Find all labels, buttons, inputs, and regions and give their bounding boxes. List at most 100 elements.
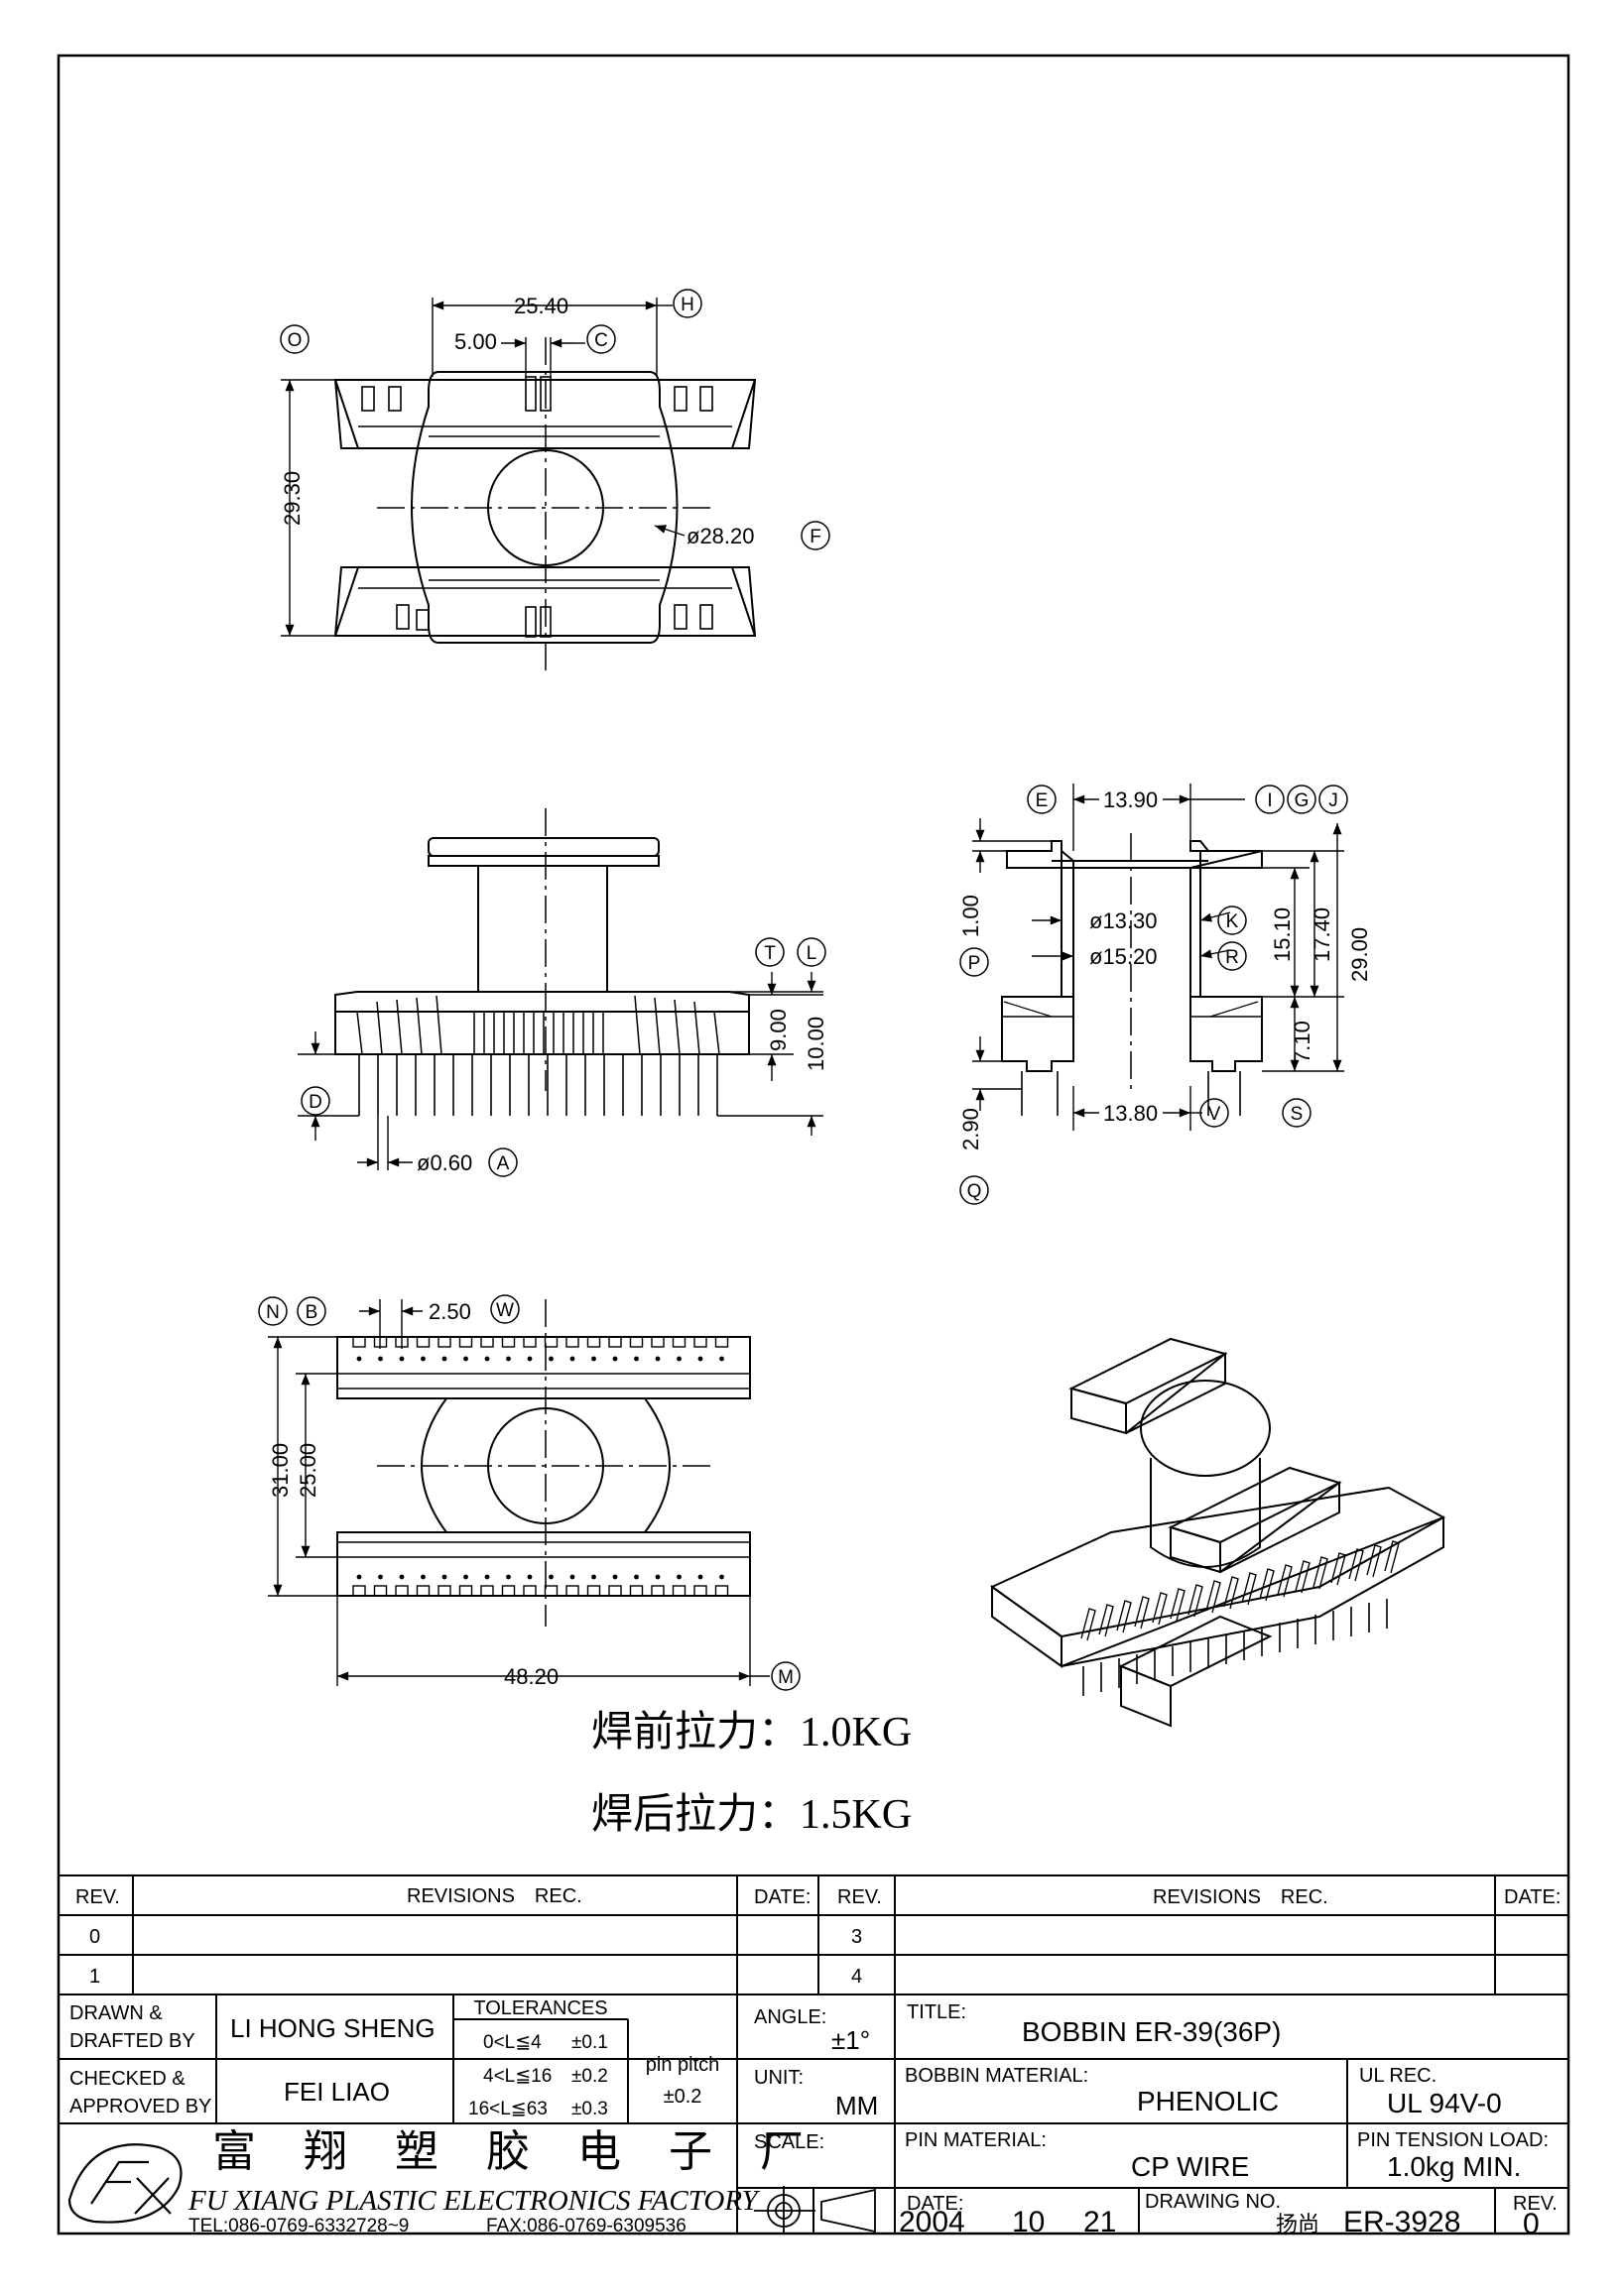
drawn-label-line1: DRAWN & — [69, 2002, 163, 2024]
svg-text:G: G — [1295, 790, 1310, 811]
pin-tension-value: 1.0kg MIN. — [1387, 2151, 1521, 2182]
label-h-callout: H — [673, 289, 702, 318]
tolerances-label: TOLERANCES — [473, 1997, 607, 2019]
dim-top-slot: 5.00 — [454, 329, 497, 354]
label-r-callout: R — [1217, 941, 1247, 971]
top-view-dimensions — [281, 298, 686, 637]
label-g-callout: G — [1287, 785, 1316, 814]
label-j-callout: J — [1318, 785, 1348, 814]
svg-text:Q: Q — [967, 1181, 982, 1202]
svg-text:S: S — [1291, 1104, 1304, 1125]
company-logo-icon — [67, 2143, 183, 2224]
title-label: TITLE: — [907, 2001, 966, 2023]
svg-text:O: O — [288, 330, 303, 351]
drawing-no-person: 扬尚 — [1276, 2212, 1319, 2236]
drawn-by-name: LI HONG SHENG — [230, 2013, 436, 2043]
dim-top-height: 29.30 — [280, 471, 305, 526]
dim-bottom-length: 48.20 — [504, 1664, 559, 1689]
angle-label: ANGLE: — [754, 2006, 826, 2028]
label-f-callout: F — [801, 521, 830, 550]
svg-text:M: M — [778, 1667, 794, 1688]
label-n-callout: N — [258, 1296, 288, 1326]
tol-val-2: ±0.2 — [571, 2066, 608, 2087]
tol-range-1: 0<L≦4 — [483, 2032, 542, 2053]
rev-row-4: 4 — [851, 1966, 862, 1988]
dim-end-inner-dia: ø13.30 — [1089, 908, 1158, 933]
dim-bottom-inner: 25.00 — [296, 1443, 320, 1498]
pin-material-label: PIN MATERIAL: — [905, 2129, 1047, 2151]
dim-side-base: 9.00 — [766, 1009, 791, 1051]
svg-text:A: A — [497, 1153, 510, 1174]
bobbin-material-label: BOBBIN MATERIAL: — [905, 2065, 1088, 2087]
top-view-centerlines — [377, 337, 714, 674]
svg-text:L: L — [807, 943, 817, 964]
bottom-view-dimensions — [268, 1299, 770, 1686]
dim-bottom-pitch: 2.50 — [429, 1299, 471, 1324]
dim-end-flange: 1.00 — [958, 895, 983, 937]
svg-text:T: T — [764, 943, 776, 964]
rev-label: REV. — [1513, 2193, 1558, 2215]
bottom-view-centerlines — [377, 1299, 714, 1627]
dim-end-h3: 29.00 — [1347, 927, 1372, 982]
drawn-label-line2: DRAFTED BY — [69, 2030, 195, 2052]
company-name-english: FU XIANG PLASTIC ELECTRONICS FACTORY — [187, 2185, 761, 2217]
date-label: DATE: — [907, 2193, 963, 2215]
checked-label-line1: CHECKED & — [69, 2068, 186, 2090]
checked-by-name: FEI LIAO — [284, 2077, 390, 2107]
svg-text:N: N — [266, 1302, 280, 1323]
label-o-callout: O — [280, 324, 310, 354]
pin-tension-label: PIN TENSION LOAD: — [1357, 2129, 1549, 2151]
side-view-dimensions — [298, 972, 823, 1170]
dim-top-width: 25.40 — [514, 294, 568, 318]
svg-text:V: V — [1208, 1104, 1221, 1125]
svg-text:E: E — [1036, 790, 1049, 811]
svg-text:J: J — [1328, 790, 1338, 811]
rev-row-3: 3 — [851, 1926, 862, 1948]
svg-text:H: H — [681, 295, 694, 315]
company-fax: FAX:086-0769-6309536 — [486, 2216, 687, 2236]
date-month: 10 — [1012, 2206, 1045, 2238]
rev-value: 0 — [1523, 2208, 1540, 2240]
tol-range-3: 16<L≦63 — [468, 2099, 548, 2119]
pin-material-value: CP WIRE — [1131, 2151, 1249, 2182]
ul-rec-value: UL 94V-0 — [1387, 2088, 1502, 2118]
label-c-callout: C — [586, 324, 616, 354]
label-v-callout: V — [1199, 1098, 1229, 1128]
dim-bottom-total: 31.00 — [268, 1443, 293, 1498]
label-p-callout: P — [959, 947, 989, 977]
angle-value: ±1° — [831, 2025, 870, 2055]
checked-label-line2: APPROVED BY — [69, 2096, 211, 2117]
label-e-callout: E — [1027, 785, 1057, 814]
label-i-callout: I — [1255, 785, 1285, 814]
rev-header-left: REV. — [75, 1886, 120, 1908]
rev-row-0: 0 — [89, 1926, 100, 1948]
dim-end-top-width: 13.90 — [1103, 787, 1158, 812]
svg-text:F: F — [810, 527, 821, 547]
rev-row-1: 1 — [89, 1966, 100, 1988]
label-b-callout: B — [297, 1296, 326, 1326]
drawing-no-label: DRAWING NO. — [1145, 2191, 1281, 2213]
end-view — [1001, 840, 1263, 1116]
isometric-view — [990, 1337, 1446, 1728]
svg-text:C: C — [594, 330, 608, 351]
label-d-callout: D — [301, 1086, 330, 1116]
date-header-left: DATE: — [754, 1886, 811, 1908]
label-l-callout: L — [797, 937, 826, 967]
rev-header-right: REV. — [837, 1886, 882, 1908]
dim-side-base-pin: 10.00 — [804, 1017, 828, 1071]
dim-side-pin-dia: ø0.60 — [417, 1150, 472, 1175]
note-pre-solder-tension: 焊前拉力：1.0KG — [591, 1709, 912, 1755]
svg-text:K: K — [1226, 911, 1239, 932]
title-value: BOBBIN ER-39(36P) — [1022, 2016, 1281, 2047]
side-view — [334, 837, 750, 1116]
dim-end-h2: 17.40 — [1310, 907, 1334, 962]
unit-label: UNIT: — [754, 2067, 804, 2089]
svg-text:R: R — [1225, 947, 1239, 968]
projection-symbol-icon — [754, 2186, 876, 2234]
date-day: 21 — [1083, 2206, 1116, 2238]
label-w-callout: W — [490, 1294, 520, 1324]
label-s-callout: S — [1282, 1098, 1312, 1128]
label-m-callout: M — [771, 1661, 801, 1691]
unit-value: MM — [835, 2091, 878, 2120]
bobbin-material-value: PHENOLIC — [1137, 2086, 1279, 2116]
